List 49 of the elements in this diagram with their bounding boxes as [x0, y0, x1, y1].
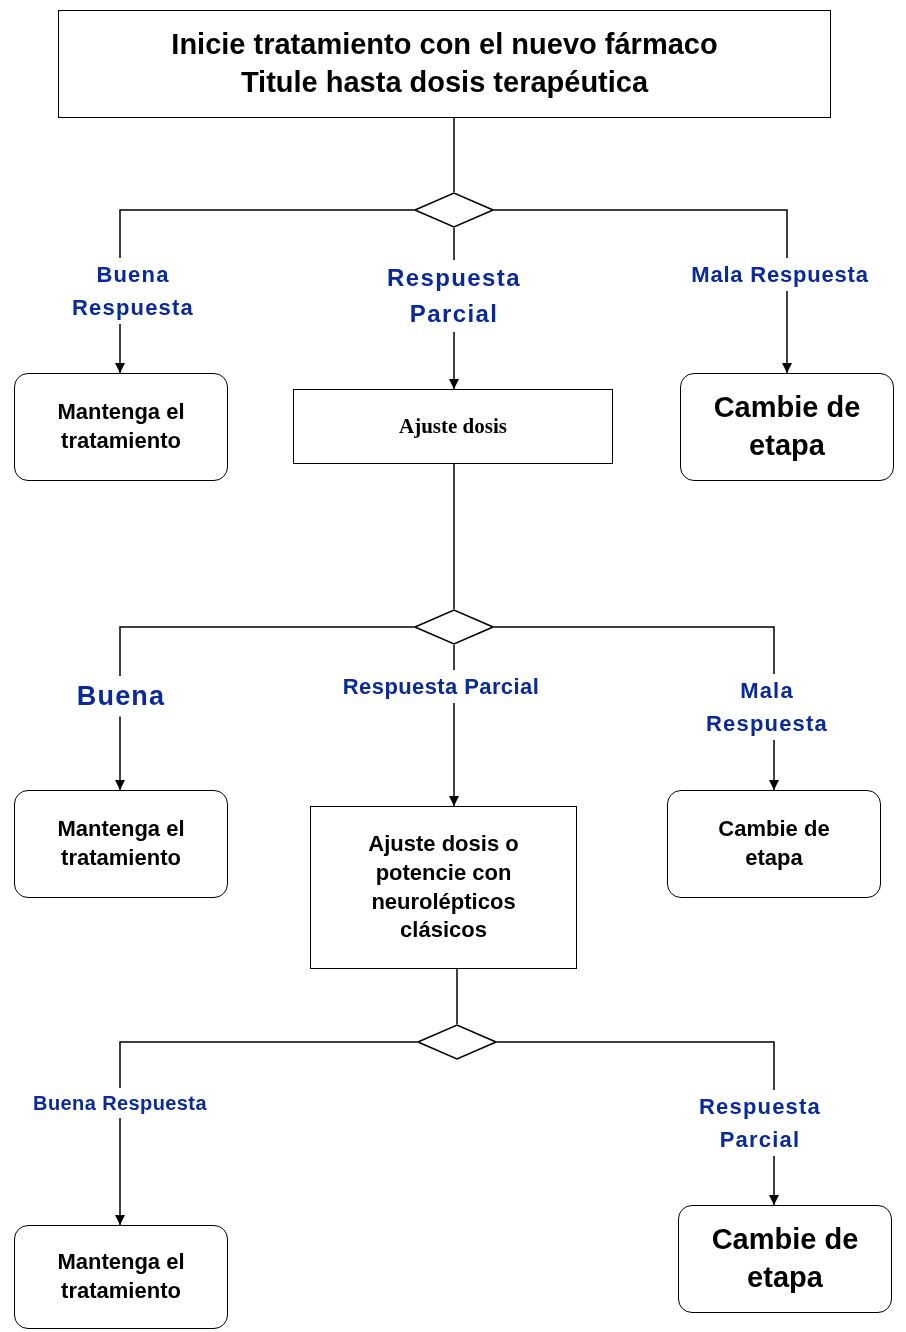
process-box [293, 389, 613, 464]
process-box [14, 790, 228, 898]
process-box [14, 1225, 228, 1329]
connector-line [119, 1041, 418, 1089]
branch-label: Buena Respuesta [33, 1088, 207, 1118]
branch-label: Buena [76, 676, 166, 717]
connector-line [453, 644, 455, 671]
box-text: Mantenga el tratamiento [56, 1248, 186, 1305]
box-text: Cambie de etapa [710, 1222, 860, 1295]
process-box [678, 1205, 892, 1313]
process-box [667, 790, 881, 898]
process-box [680, 373, 894, 481]
arrow [115, 323, 125, 374]
connector-line [456, 968, 458, 1025]
process-box [58, 10, 831, 118]
decision-diamond [417, 1024, 497, 1060]
branch-label: Respuesta Parcial [680, 1090, 840, 1156]
connector-line [493, 209, 788, 259]
arrow [769, 1155, 779, 1206]
connector-line [453, 117, 455, 193]
box-text: Ajuste dosis [399, 412, 507, 440]
arrow [782, 290, 792, 374]
box-text: Mantenga el tratamiento [56, 398, 186, 455]
arrow [449, 331, 459, 390]
process-box [310, 806, 577, 969]
connector-line [119, 626, 415, 677]
box-text: Inicie tratamiento con el nuevo fármaco [171, 27, 718, 63]
box-text: Ajuste dosis o potencie con neurolépticos clásicos [367, 830, 520, 945]
connector-line [119, 209, 415, 259]
branch-label: Respuesta Parcial [364, 260, 544, 332]
process-box [14, 373, 228, 481]
branch-label: Respuesta Parcial [342, 670, 540, 703]
arrow [115, 1117, 125, 1226]
arrow [449, 702, 459, 807]
box-text: Cambie de etapa [717, 815, 831, 872]
branch-label: Mala Respuesta [687, 674, 847, 740]
connector-line [496, 1041, 775, 1091]
arrow [115, 715, 125, 791]
decision-diamond [414, 192, 494, 228]
connector-line [493, 626, 775, 675]
box-text: Cambie de etapa [712, 390, 862, 463]
decision-diamond [414, 609, 494, 645]
box-text: Titule hasta dosis terapéutica [240, 65, 649, 100]
arrow [769, 739, 779, 791]
connector-line [453, 463, 455, 610]
connector-line [453, 227, 455, 261]
box-text: Mantenga el tratamiento [56, 815, 186, 872]
branch-label: Mala Respuesta [691, 258, 869, 291]
branch-label: Buena Respuesta [48, 258, 218, 324]
